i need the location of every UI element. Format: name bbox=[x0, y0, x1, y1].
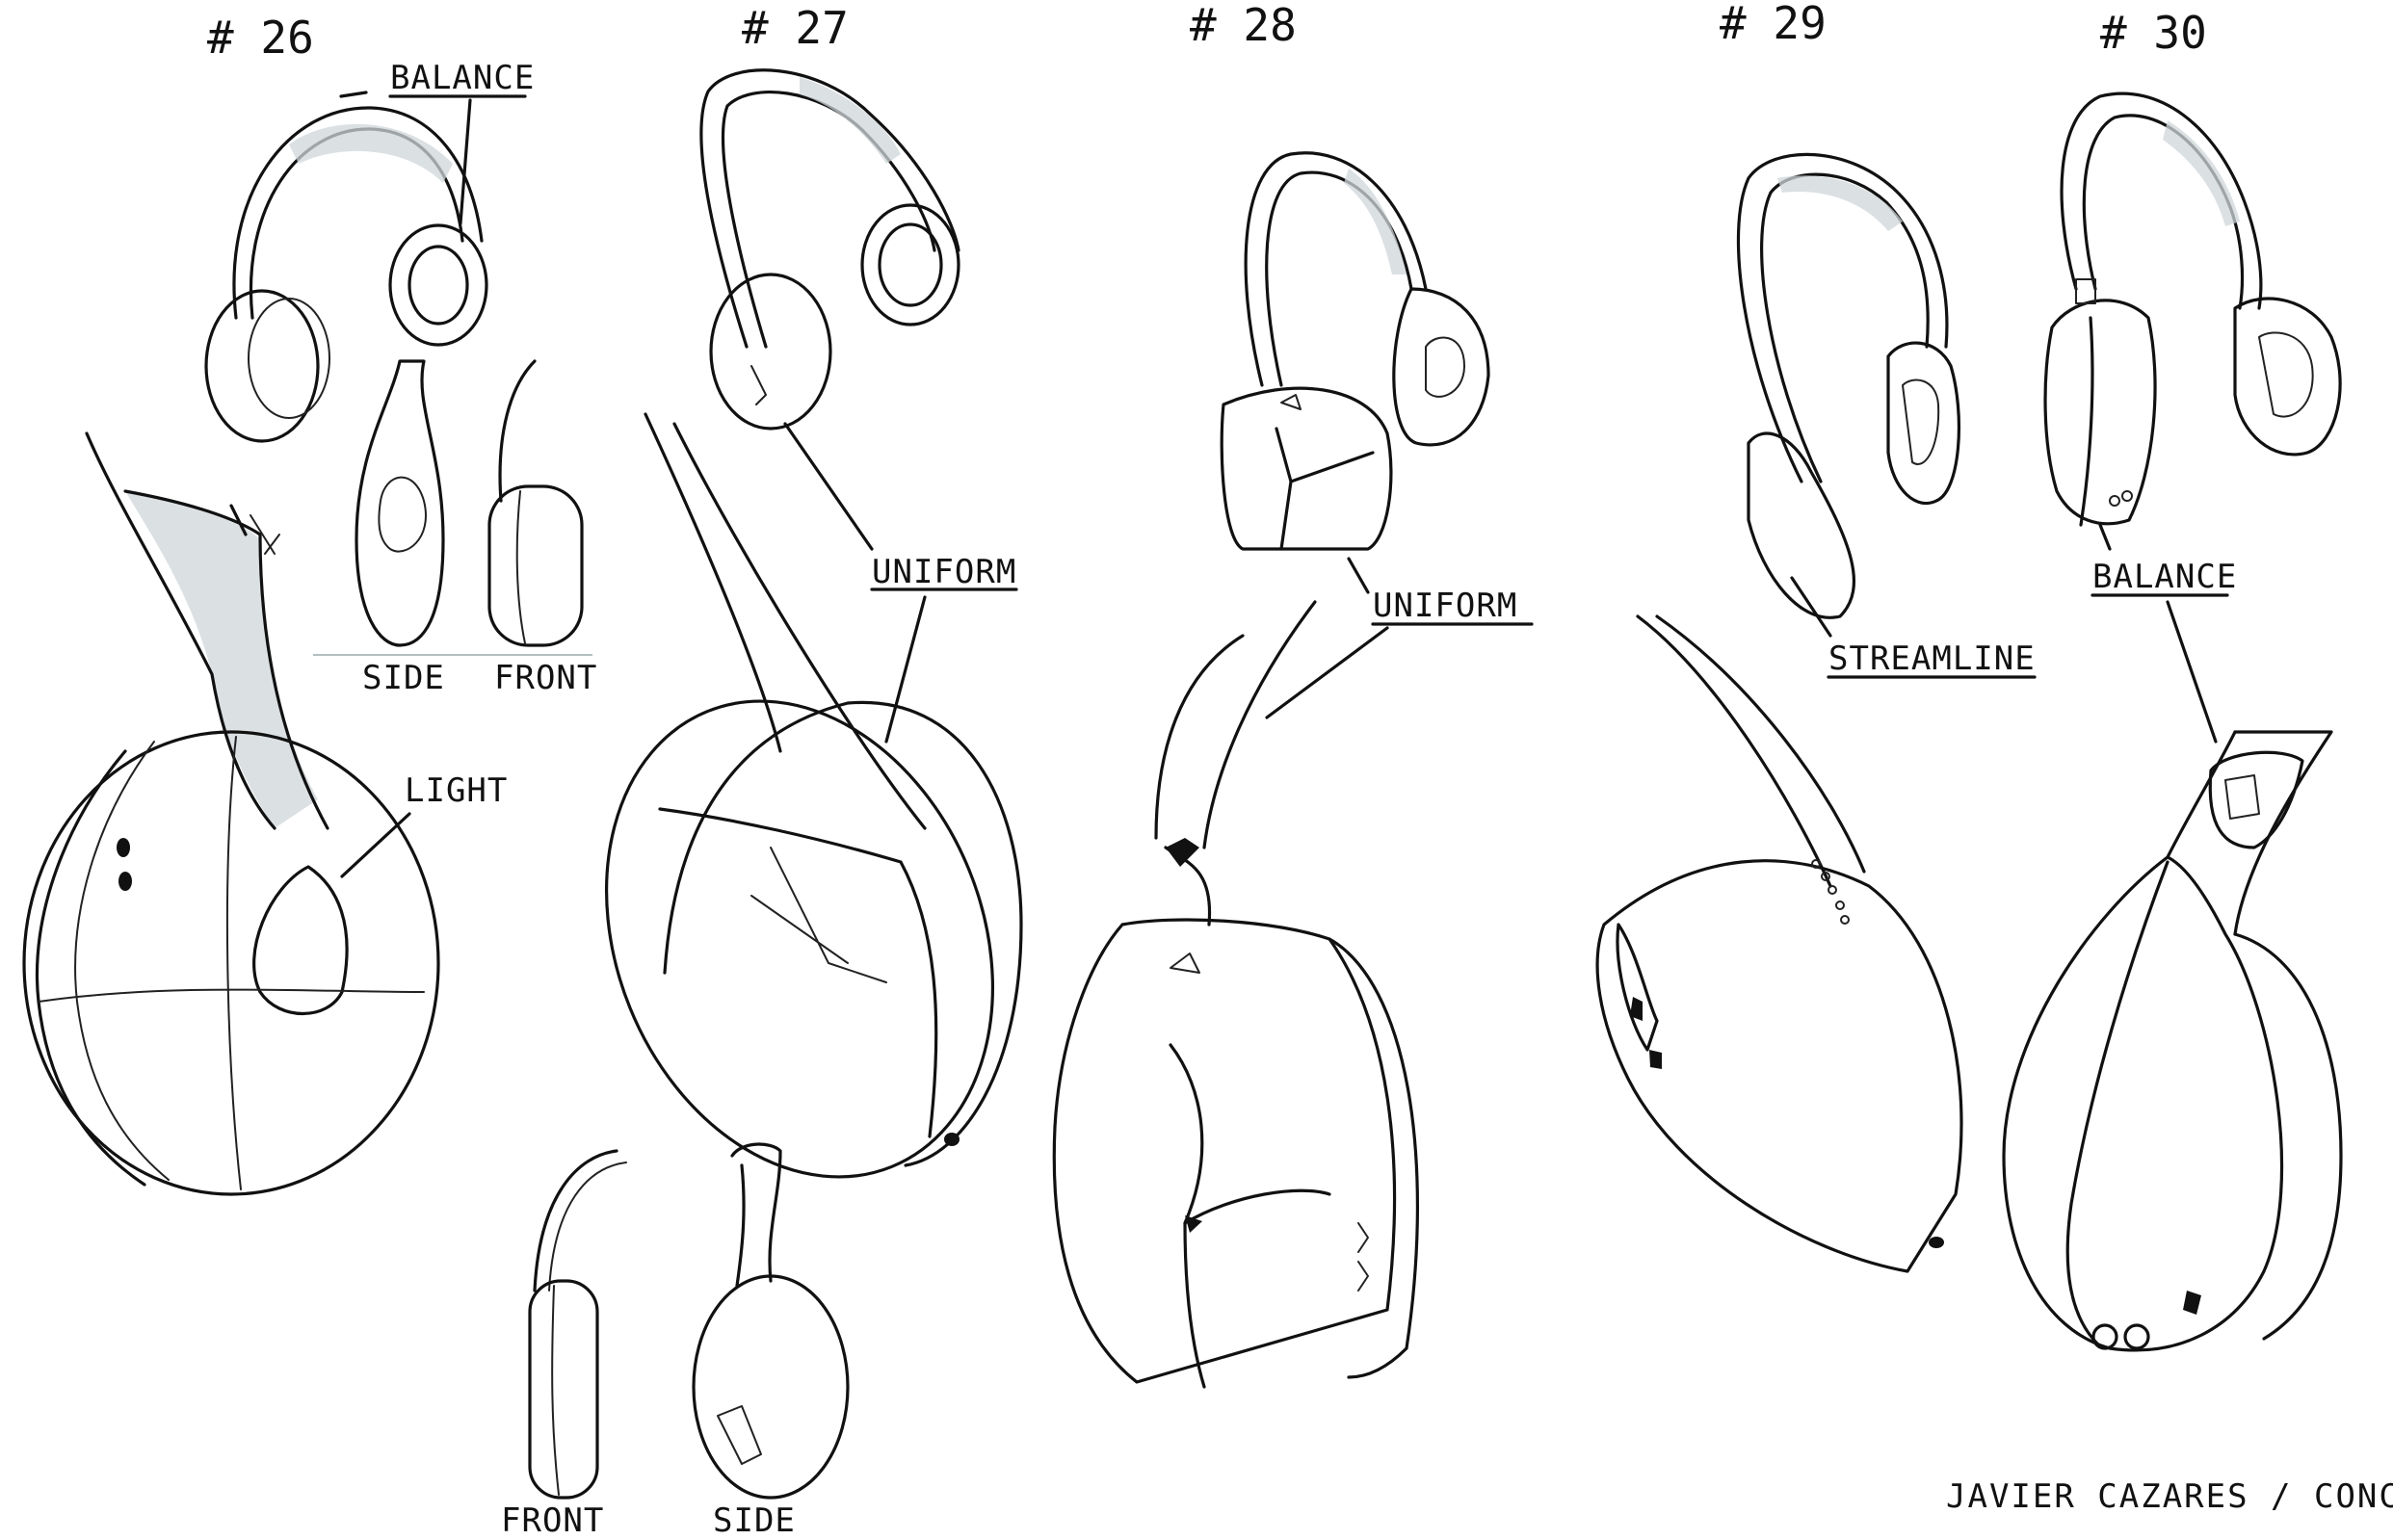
artist-signature: JAVIER CAZARES / CONCEPTS bbox=[1946, 1477, 2393, 1516]
headphone-sketch-small bbox=[2043, 91, 2342, 527]
concept-number: # 29 bbox=[1720, 0, 1827, 49]
concept-number: # 28 bbox=[1190, 0, 1297, 51]
view-label-front: FRONT bbox=[501, 1501, 604, 1540]
headphone-sketch-small bbox=[699, 68, 960, 431]
headphone-sketch-small bbox=[1736, 152, 1961, 619]
headphone-sketch-large bbox=[605, 412, 1023, 1179]
concept-29: # 29 STREAMLINE bbox=[1595, 0, 2037, 1273]
view-label-front: FRONT bbox=[494, 659, 597, 697]
label-light: LIGHT bbox=[405, 771, 508, 810]
front-view-sketch bbox=[487, 359, 584, 647]
front-view-sketch bbox=[528, 1149, 627, 1500]
concept-28: # 28 UNIFORM bbox=[1052, 0, 1534, 1389]
view-label-side: SIDE bbox=[362, 659, 445, 697]
label-balance: BALANCE bbox=[2092, 558, 2237, 596]
concept-number: # 30 bbox=[2100, 7, 2207, 59]
concept-number: # 26 bbox=[207, 12, 314, 64]
view-label-side: SIDE bbox=[713, 1501, 796, 1540]
headphone-sketch-small bbox=[1220, 151, 1490, 551]
label-streamline: STREAMLINE bbox=[1828, 639, 2036, 678]
concept-number: # 27 bbox=[742, 2, 849, 54]
side-view-sketch bbox=[355, 359, 445, 647]
side-view-sketch bbox=[692, 1142, 850, 1500]
label-balance: BALANCE bbox=[390, 59, 535, 97]
headphone-sketch-large bbox=[1052, 600, 1419, 1389]
concept-30: # 30 BALANCE bbox=[2002, 7, 2343, 1352]
concept-27: # 27 UNIFORM bbox=[501, 2, 1023, 1540]
headphone-sketch-large bbox=[2002, 730, 2343, 1352]
headphone-sketch-large bbox=[22, 431, 440, 1196]
label-uniform: UNIFORM bbox=[872, 553, 1016, 591]
concept-26: # 26 BALANCE SIDE FRONT bbox=[22, 12, 597, 1196]
headphone-sketch-small bbox=[204, 106, 488, 443]
label-uniform: UNIFORM bbox=[1373, 587, 1517, 625]
headphone-sketch-large bbox=[1595, 614, 1963, 1273]
